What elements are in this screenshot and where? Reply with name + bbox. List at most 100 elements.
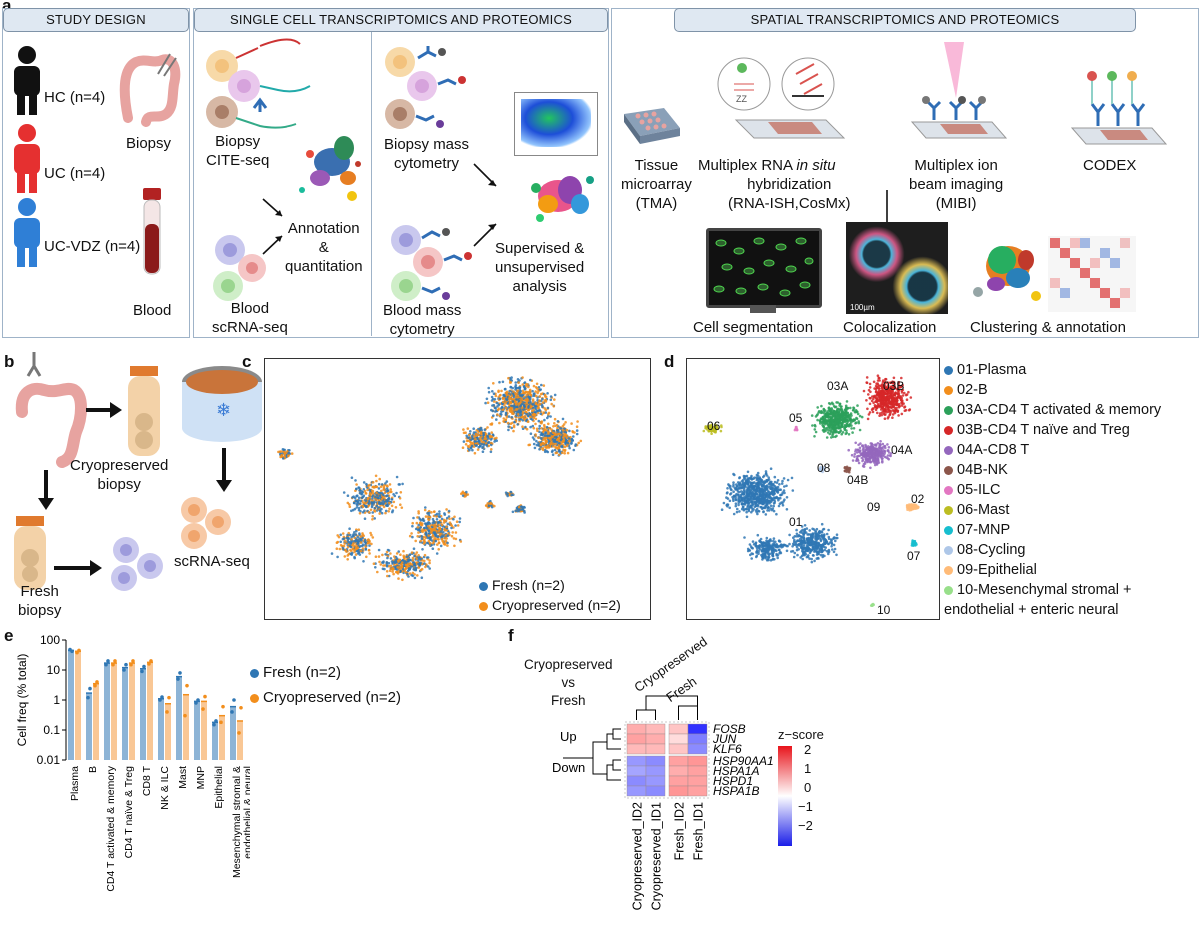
- data-point: [140, 669, 144, 674]
- person-icons: [14, 46, 40, 267]
- bar: [230, 706, 236, 760]
- y-tick-label: 100: [40, 633, 60, 647]
- cluster-tag-06: 06: [707, 419, 721, 433]
- heatmap-f: FOSBJUNKLF6HSP90AA1HSPA1AHSPD1HSPA1BUpDo…: [552, 695, 774, 910]
- umap-c-plot: [277, 376, 583, 582]
- cryo-biopsy-label: Cryopreserved biopsy: [70, 457, 169, 493]
- zscore-tick-1: 1: [804, 761, 812, 776]
- heatmap-cell: [645, 723, 666, 735]
- legend-e-item-fresh: Fresh (n=2): [250, 660, 401, 685]
- scale-bar-label: 100µm: [850, 303, 875, 312]
- panel-a-letter: a: [2, 0, 11, 16]
- data-point: [149, 659, 153, 663]
- zscore-tick-0: 0: [804, 780, 812, 795]
- rna-ish-label: Multiplex RNA in situ: [698, 156, 836, 175]
- legend-c-item-fresh: Fresh (n=2): [479, 575, 621, 595]
- legend-d-dot: [944, 425, 953, 435]
- data-point: [230, 710, 234, 714]
- umap-c-cluster: [342, 474, 404, 521]
- legend-c-item-cryo: Cryopreserved (n=2): [479, 595, 621, 615]
- legend-d-item: 03A-CD4 T activated & memory: [944, 400, 1161, 420]
- clustering-label: Clustering & annotation: [970, 319, 1126, 336]
- gene-label: FOSB: [713, 722, 746, 736]
- legend-d-item: 04A-CD8 T: [944, 440, 1161, 460]
- supervised-analysis-label: Supervised & unsupervised analysis: [495, 240, 585, 295]
- rna-ish-rest-label: hybridization (RNA-ISH,CosMx): [728, 176, 851, 212]
- bar: [111, 663, 117, 760]
- person-icon-uc-vdz: [14, 198, 40, 267]
- data-point: [201, 707, 205, 711]
- data-point: [86, 695, 90, 700]
- umap-c-cluster: [277, 448, 294, 460]
- heatmap-cell: [645, 775, 666, 787]
- data-point: [160, 695, 164, 699]
- umap-c-cluster: [461, 423, 498, 455]
- legend-d-label: 09-Epithelial: [957, 562, 1037, 578]
- cohort-uc-label: UC (n=4): [44, 165, 106, 182]
- heatmap-cell: [645, 785, 666, 797]
- panel-f-letter: f: [508, 626, 514, 645]
- heatmap-cell: [668, 733, 689, 745]
- cite-seq-cells-icon: [206, 38, 311, 129]
- zscore-colorbar: [778, 746, 792, 846]
- segmentation-cells-icon: [713, 237, 814, 297]
- column-label: Cryopreserved_ID1: [650, 802, 664, 910]
- cells-orange-icon: [181, 497, 231, 549]
- heatmap-frame: [624, 721, 710, 799]
- heatmap-cell: [626, 775, 647, 787]
- legend-d-dot: [944, 585, 953, 595]
- y-tick-label: 0.1: [43, 723, 60, 737]
- umap-d-cluster-04A: [847, 440, 893, 470]
- umap-cluster-icon: [299, 136, 361, 201]
- heatmap-cell: [668, 743, 689, 755]
- umap-d-cluster-03B: [862, 374, 913, 421]
- fresh-tube-icon: [14, 516, 46, 590]
- blood-tube-icon: [143, 188, 161, 275]
- spatial-title: SPATIAL TRANSCRIPTOMICS AND PROTEOMICS: [674, 8, 1136, 32]
- heatmap-cell: [687, 775, 708, 787]
- cluster-tag-02: 02: [911, 492, 925, 506]
- blood-label: Blood: [133, 302, 172, 319]
- x-tick-label: NK & ILC: [159, 766, 171, 810]
- zscore-tick-2: 2: [804, 742, 812, 757]
- data-point: [212, 722, 216, 727]
- annotation-label: Annotation & quantitation: [285, 220, 363, 275]
- single-cell-title: SINGLE CELL TRANSCRIPTOMICS AND PROTEOMI…: [194, 8, 608, 32]
- legend-d-label: 04B-NK: [957, 462, 1008, 478]
- biopsy-cite-seq-label: Biopsy CITE-seq: [206, 133, 270, 169]
- bar: [237, 720, 243, 760]
- heatmap-cell: [668, 755, 689, 767]
- x-tick-label: CD8 T: [141, 765, 153, 796]
- heatmap-cell: [626, 723, 647, 735]
- umap-c-cluster: [330, 527, 375, 563]
- umap-d-cluster-04B: [843, 465, 852, 474]
- heatmap-cell: [668, 785, 689, 797]
- umap-d-cluster-03A: [810, 400, 864, 439]
- legend-d-label: 02-B: [957, 382, 988, 398]
- tma-label: Tissue microarray (TMA): [621, 157, 692, 212]
- umap-d-cluster-05: [793, 425, 799, 432]
- bar: [68, 650, 74, 760]
- bar: [194, 701, 200, 760]
- zscore-tick-m1: −1: [798, 799, 813, 814]
- scrna-seq-label: scRNA-seq: [174, 553, 250, 570]
- legend-d-dot: [944, 485, 953, 495]
- legend-d-label: 07-MNP: [957, 522, 1011, 538]
- data-point: [129, 662, 133, 667]
- legend-d-item: 09-Epithelial: [944, 560, 1161, 580]
- gene-label: KLF6: [713, 742, 742, 756]
- legend-c: Fresh (n=2) Cryopreserved (n=2): [479, 575, 621, 615]
- cluster-tag-09: 09: [867, 500, 881, 514]
- legend-d-dot: [944, 385, 953, 395]
- data-point: [124, 662, 128, 667]
- blood-scrna-seq-label: Blood scRNA-seq: [212, 300, 288, 336]
- umap-d-frame: 06 03A 03B 05 04A 08 04B 09 02 01 07 10: [686, 358, 940, 620]
- y-tick-label: 10: [47, 663, 61, 677]
- cryo-tube-icon: [128, 366, 160, 456]
- study-design-title: STUDY DESIGN: [3, 8, 189, 32]
- umap-c-cluster: [372, 547, 439, 582]
- panel-c-letter: c: [242, 352, 252, 371]
- row-group-up: Up: [560, 729, 577, 744]
- data-point: [237, 731, 241, 735]
- codex-label: CODEX: [1083, 157, 1137, 174]
